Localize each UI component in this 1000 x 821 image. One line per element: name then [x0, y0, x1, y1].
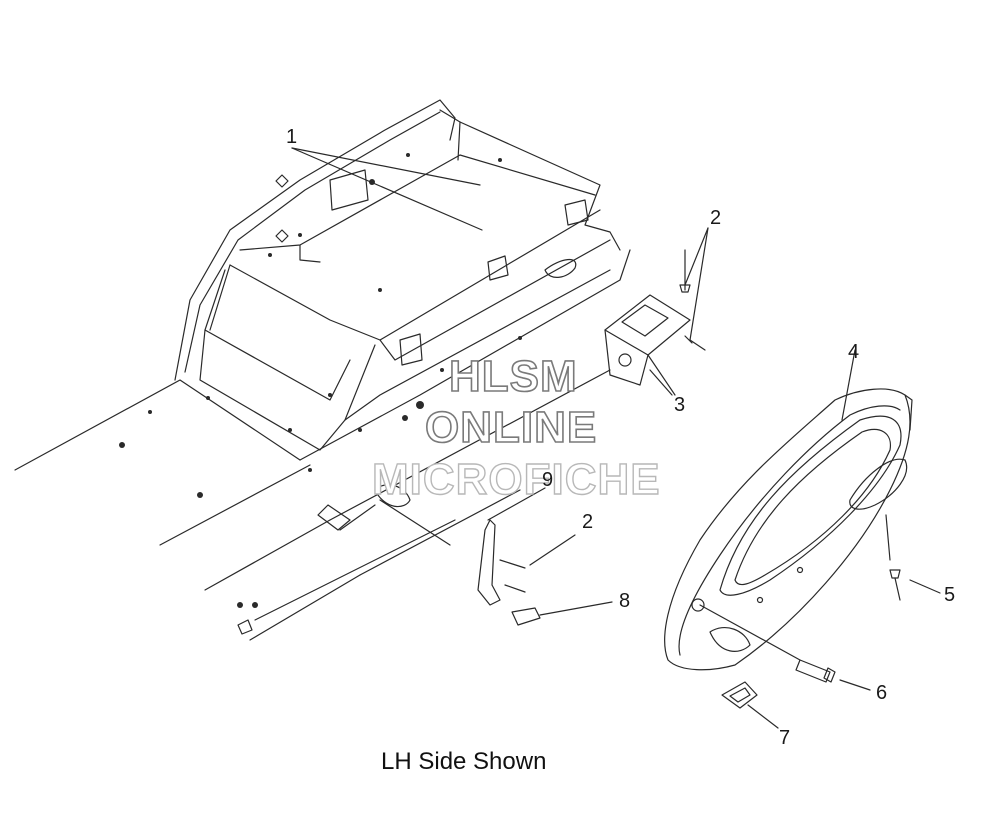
- watermark-line-1: HLSM: [448, 351, 578, 402]
- callout-7: 7: [779, 727, 791, 749]
- grommet-7: [721, 681, 779, 729]
- bracket-9: [379, 487, 613, 626]
- side-panel-4: [664, 349, 913, 671]
- frame-box: [174, 99, 621, 451]
- bracket-3: [604, 294, 691, 396]
- callout-2-lower: 2: [582, 511, 594, 533]
- callout-2-upper: 2: [710, 207, 722, 229]
- box-brackets: [399, 199, 589, 366]
- leader-lines: [649, 369, 673, 396]
- callout-4: 4: [848, 341, 860, 363]
- watermark-line-2: ONLINE: [424, 402, 598, 453]
- frame-holes: [119, 153, 522, 608]
- rivet-5: [885, 514, 941, 601]
- callout-8: 8: [619, 590, 631, 612]
- bolt-assembly-1: [275, 147, 483, 243]
- screws-upper: [679, 227, 709, 351]
- callout-9: 9: [542, 469, 554, 491]
- frame-hardware: [237, 484, 411, 635]
- diagram-caption: LH Side Shown: [381, 748, 547, 775]
- bolt-6: [699, 604, 871, 691]
- watermark-line-3: MICROFICHE: [371, 454, 661, 504]
- callout-1: 1: [286, 126, 298, 148]
- callout-3: 3: [674, 394, 686, 416]
- callout-5: 5: [944, 584, 956, 606]
- callout-6: 6: [876, 682, 888, 704]
